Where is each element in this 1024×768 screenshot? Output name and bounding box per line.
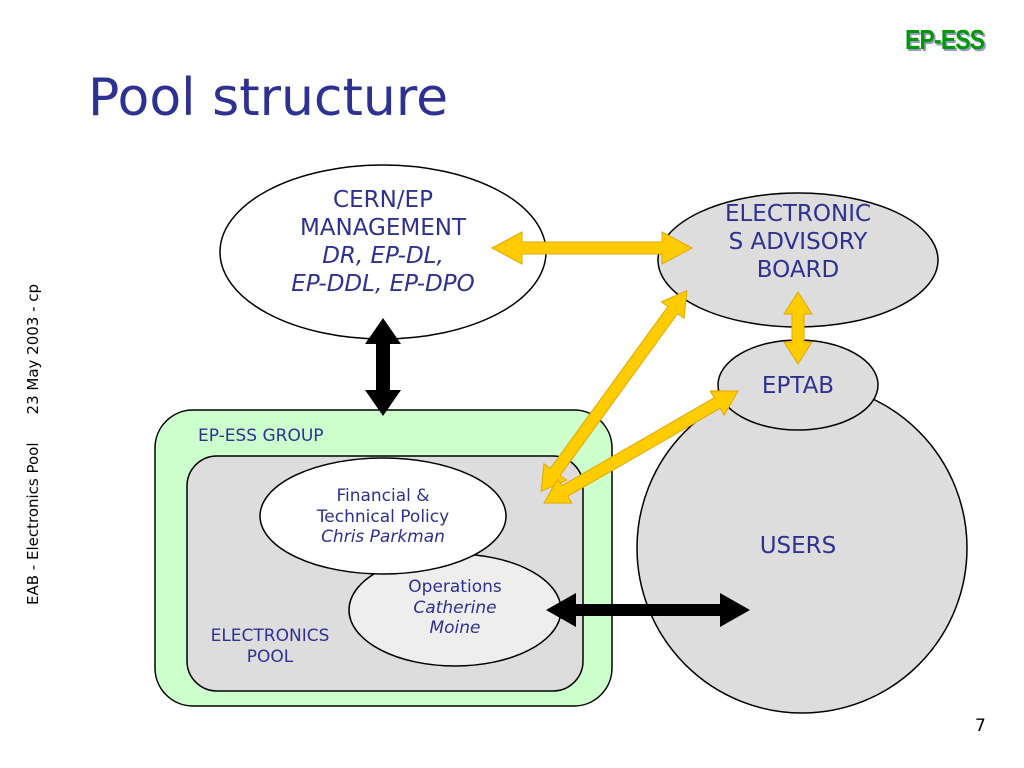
users-label: USERS [728,532,868,560]
financial-label-line1: Financial & [336,486,430,506]
users-label-text: USERS [759,533,837,559]
slide-title: Pool structure [88,68,449,128]
arrow-management-group [365,318,401,416]
advisory-label-line1: ELECTRONIC [724,201,872,227]
operations-label: Operations Catherine Moine [375,577,535,639]
management-label-line1: CERN/EP [333,187,433,213]
advisory-board-label: ELECTRONIC S ADVISORY BOARD [693,200,903,284]
arrow-advisory-eptab [783,291,813,365]
arrow-operations-users [546,593,750,627]
eptab-label: EPTAB [738,372,858,400]
management-label-line3: DR, EP-DL, [322,243,444,270]
pool-label-line1: ELECTRONICS [210,626,330,646]
page-number: 7 [975,716,986,736]
operations-label-line1: Operations [408,577,502,597]
operations-label-line2: Catherine [413,597,497,618]
management-label: CERN/EP MANAGEMENT DR, EP-DL, EP-DDL, EP… [263,186,503,298]
financial-policy-node [259,457,507,575]
pool-label-line2: POOL [246,646,294,667]
advisory-label-line3: BOARD [756,257,840,284]
advisory-label-line2: S ADVISORY [728,229,868,256]
financial-policy-label: Financial & Technical Policy Chris Parkm… [283,486,483,548]
operations-label-line3: Moine [429,618,481,639]
financial-label-line3: Chris Parkman [321,527,445,548]
arrow-management-advisory [490,231,694,265]
electronics-pool-label: ELECTRONICS POOL [195,626,345,667]
group-label-text: EP-ESS GROUP [198,426,324,446]
management-label-line4: EP-DDL, EP-DPO [291,271,475,298]
ep-ess-logo: EP-ESS [905,24,985,55]
financial-label-line2: Technical Policy [316,506,450,527]
eptab-label-text: EPTAB [761,373,835,399]
arrow-advisory-financial [540,289,688,493]
management-label-line2: MANAGEMENT [299,215,467,242]
arrow-eptab-financial [543,390,739,504]
group-label: EP-ESS GROUP [198,426,348,447]
